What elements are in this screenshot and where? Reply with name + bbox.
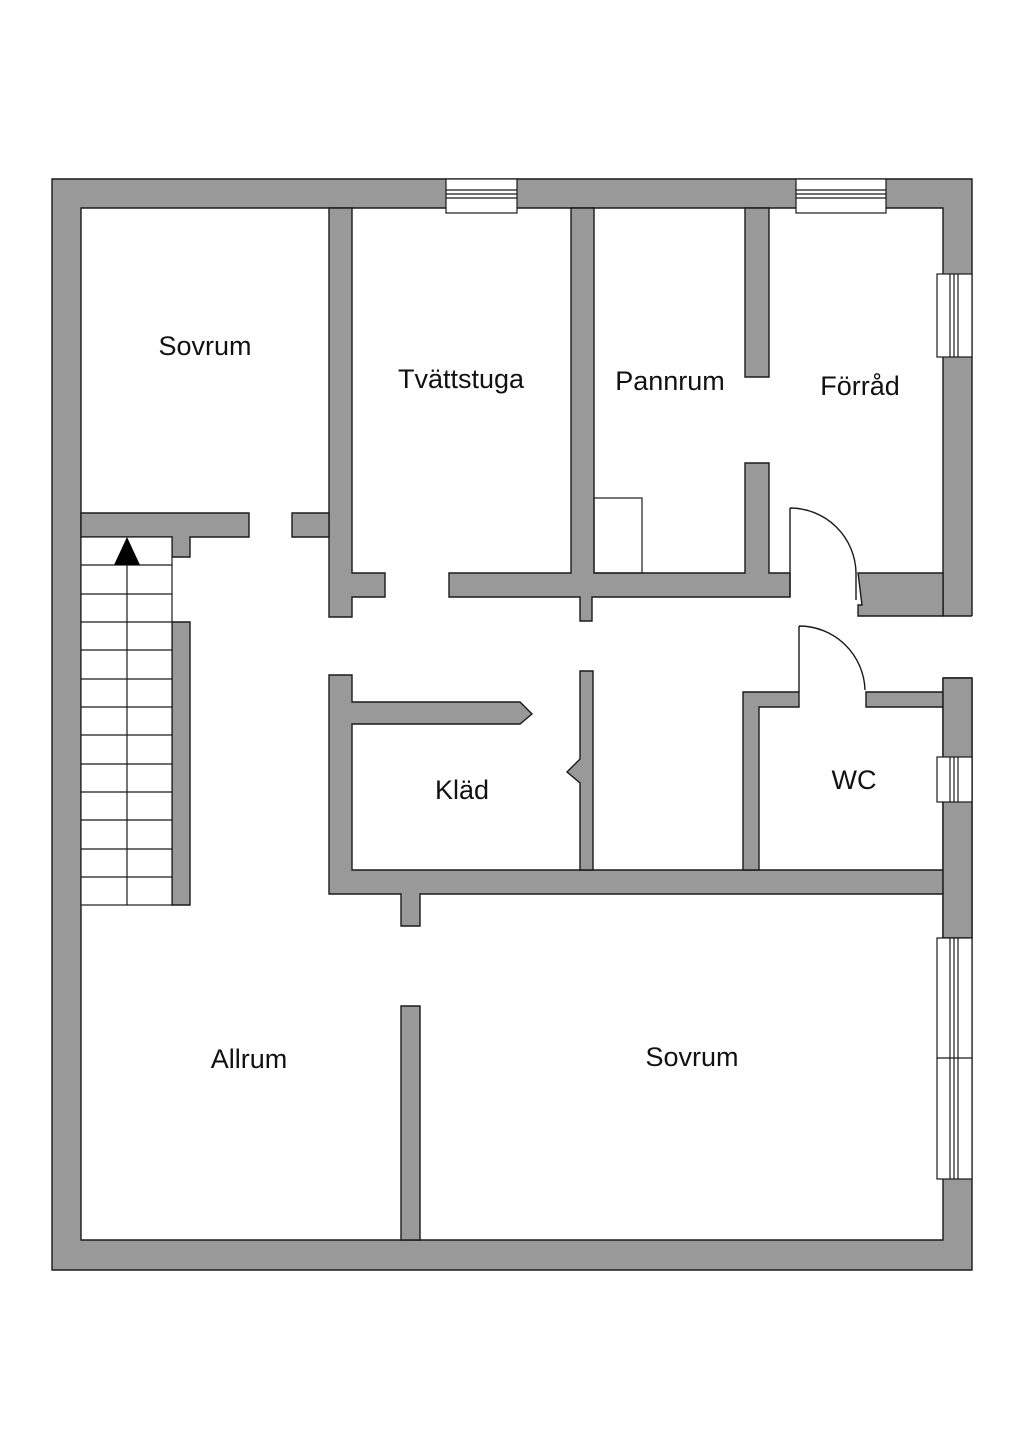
interior-walls <box>80 207 973 1241</box>
room-labels: Sovrum Tvättstuga Pannrum Förråd Kläd WC… <box>158 331 899 1074</box>
room-label-sovrum-bottom: Sovrum <box>645 1042 738 1072</box>
doors <box>789 507 866 692</box>
room-label-wc: WC <box>832 765 877 795</box>
wall-klad-right <box>565 670 594 871</box>
room-label-pannrum: Pannrum <box>615 366 725 396</box>
window-forrad-right <box>936 273 973 358</box>
wall-klad-left-top <box>328 674 944 927</box>
wall-sovrum-tvattstuga <box>328 207 386 618</box>
outer-door-gap-right <box>942 616 974 678</box>
room-label-allrum: Allrum <box>211 1044 288 1074</box>
wall-wc <box>742 691 800 871</box>
wall-forrad-bottom <box>857 572 944 617</box>
wall-right-segment <box>942 677 973 939</box>
room-label-forrad: Förråd <box>820 371 900 401</box>
room-label-tvattstuga: Tvättstuga <box>398 364 525 394</box>
window-wc <box>936 756 973 803</box>
door-wc <box>798 625 866 692</box>
door-forrad <box>789 507 857 600</box>
room-label-klad: Kläd <box>435 775 489 805</box>
wall-stair-side <box>171 621 191 906</box>
wall-pannrum-forrad-top <box>744 207 770 378</box>
wall-allrum-sovrum <box>400 1005 421 1241</box>
stair-direction-arrow-icon <box>114 537 140 565</box>
wall-tvattstuga-pannrum <box>448 207 791 622</box>
window-tvattstuga <box>445 178 518 214</box>
room-label-sovrum-top: Sovrum <box>158 331 251 361</box>
staircase <box>80 536 173 906</box>
wall-wc-top-right <box>865 691 944 708</box>
pannrum-fixture <box>593 497 643 574</box>
window-forrad <box>795 178 887 214</box>
wall-sovrum-bottom-right <box>291 512 330 538</box>
windows <box>445 178 973 1180</box>
window-sovrum-right <box>936 937 973 1180</box>
